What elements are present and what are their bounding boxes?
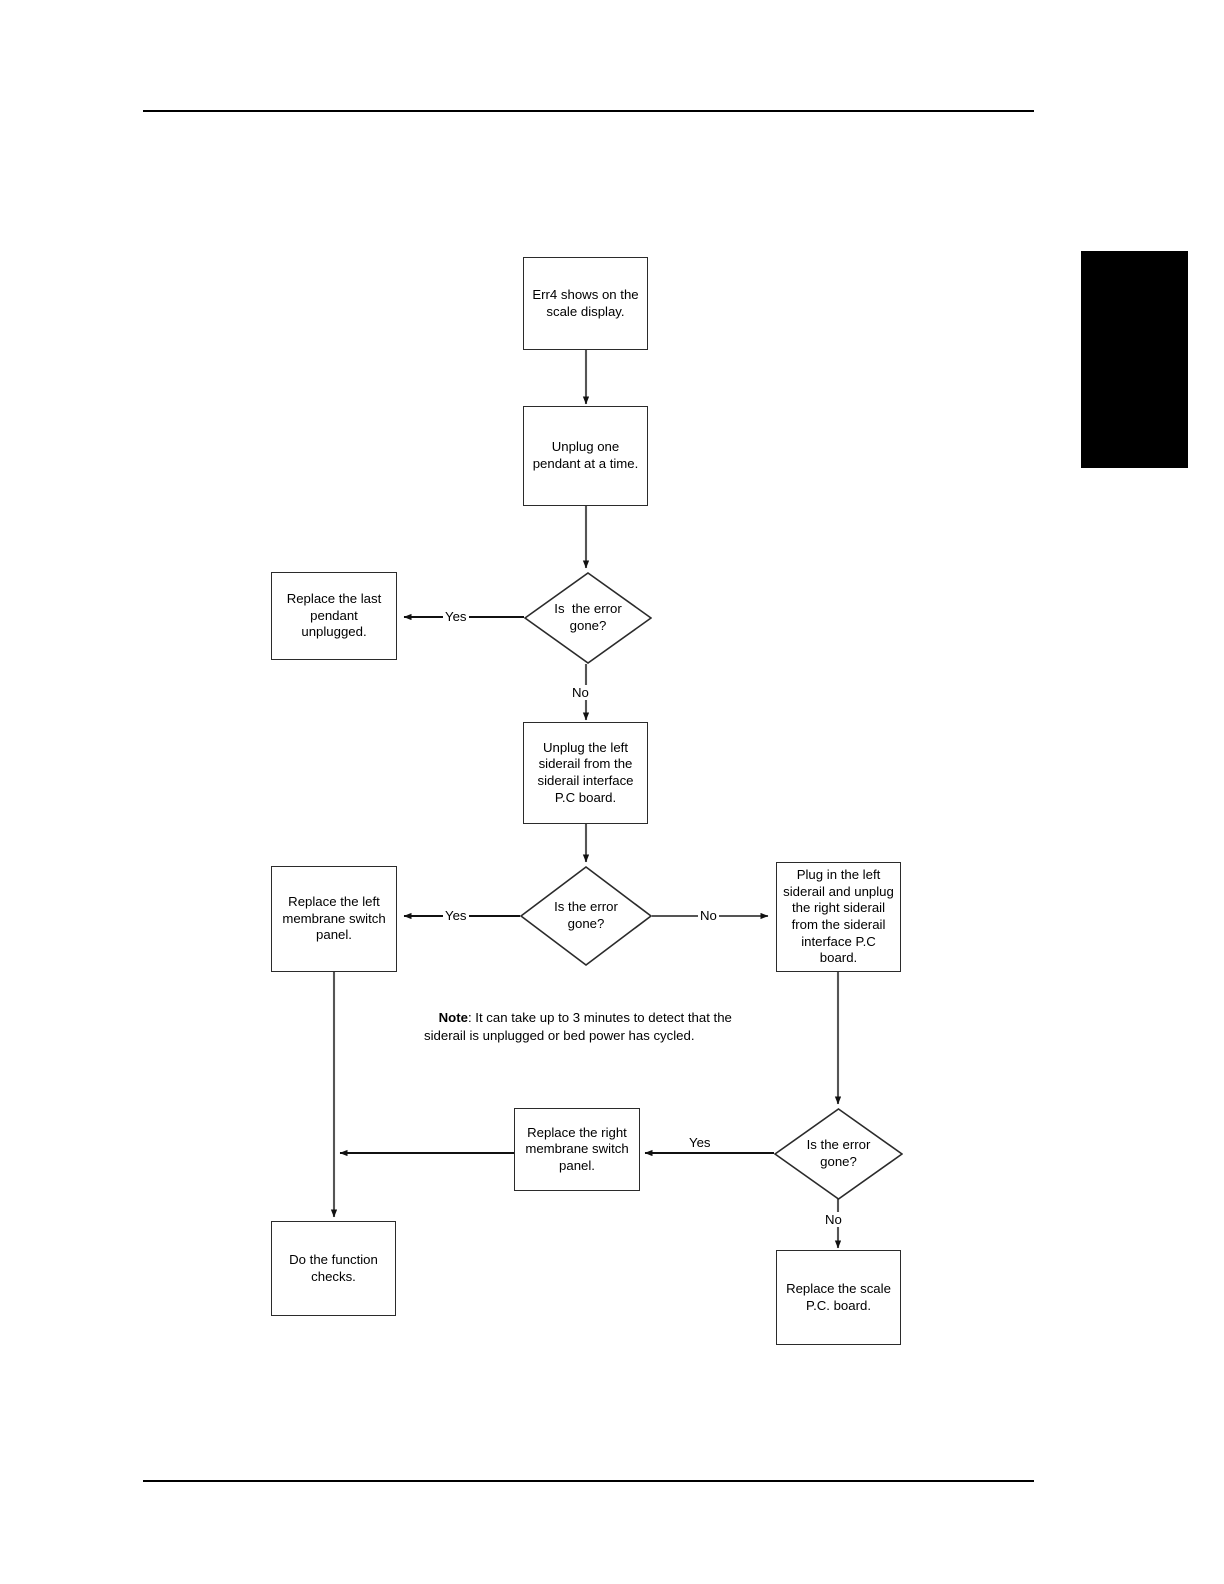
node-unplug-pendant: Unplug one pendant at a time. xyxy=(523,406,648,506)
note-separator: : xyxy=(467,1010,476,1025)
note-label: Note xyxy=(438,1010,468,1025)
decision-3-label: Is the error gone? xyxy=(806,1137,871,1169)
footer-rule xyxy=(143,1480,1034,1482)
node-replace-last-pendant: Replace the last pendant unplugged. xyxy=(271,572,397,660)
node-replace-scale-pcb: Replace the scale P.C. board. xyxy=(776,1250,901,1345)
node-replace-left-membrane-panel-label: Replace the left membrane switch panel. xyxy=(282,894,386,943)
node-unplug-pendant-label: Unplug one pendant at a time. xyxy=(532,439,639,471)
node-do-function-checks-label: Do the function checks. xyxy=(289,1251,378,1284)
decision-1-label: Is the error gone? xyxy=(554,601,622,633)
edge-label-d1-no: No xyxy=(570,685,591,700)
node-plug-left-unplug-right: Plug in the left siderail and unplug the… xyxy=(776,862,901,972)
note-body: It can take up to 3 minutes to detect th… xyxy=(424,1010,736,1043)
edge-label-d2-no: No xyxy=(698,908,719,923)
node-start: Err4 shows on the scale display. xyxy=(523,257,648,350)
node-replace-left-membrane-panel: Replace the left membrane switch panel. xyxy=(271,866,397,972)
node-unplug-left-siderail-label: Unplug the left siderail from the sidera… xyxy=(537,739,634,805)
edge-label-d1-yes: Yes xyxy=(443,609,469,624)
node-plug-left-unplug-right-label: Plug in the left siderail and unplug the… xyxy=(783,867,894,966)
decision-is-the-error-gone-1: Is the error gone? xyxy=(524,572,652,664)
diamond-shape xyxy=(774,1108,903,1200)
header-rule xyxy=(143,110,1034,112)
node-do-function-checks: Do the function checks. xyxy=(271,1221,396,1316)
node-replace-right-membrane-panel: Replace the right membrane switch panel. xyxy=(514,1108,640,1191)
diamond-shape xyxy=(520,866,652,966)
node-start-label: Err4 shows on the scale display. xyxy=(532,286,639,319)
edge-label-d3-no: No xyxy=(823,1212,844,1227)
edge-label-d2-yes: Yes xyxy=(443,908,469,923)
node-replace-last-pendant-label: Replace the last pendant unplugged. xyxy=(286,591,382,640)
decision-is-the-error-gone-2: Is the error gone? xyxy=(520,866,652,966)
edge-label-d3-yes: Yes xyxy=(687,1135,713,1150)
decision-is-the-error-gone-3: Is the error gone? xyxy=(774,1108,903,1200)
diamond-shape xyxy=(524,572,652,664)
note-text: Note: It can take up to 3 minutes to det… xyxy=(424,991,754,1063)
redaction-block xyxy=(1081,251,1188,468)
node-replace-scale-pcb-label: Replace the scale P.C. board. xyxy=(786,1280,891,1313)
node-unplug-left-siderail: Unplug the left siderail from the sidera… xyxy=(523,722,648,824)
decision-2-label: Is the error gone? xyxy=(554,899,618,931)
node-replace-right-membrane-panel-label: Replace the right membrane switch panel. xyxy=(525,1124,629,1173)
